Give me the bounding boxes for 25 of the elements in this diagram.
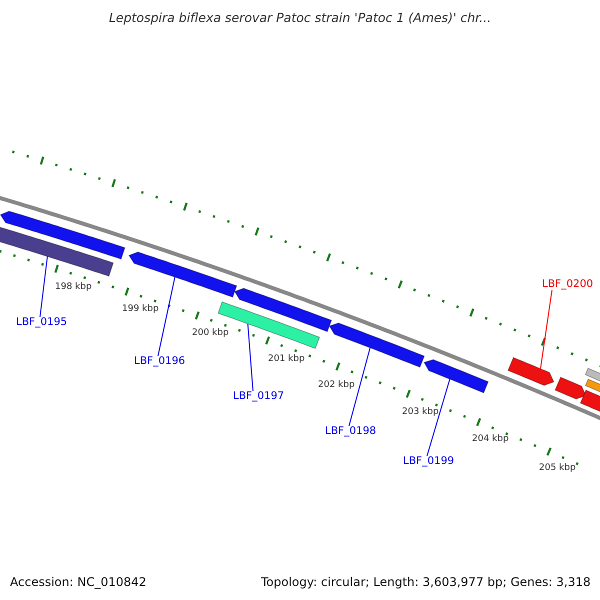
title: Leptospira biflexa serovar Patoc strain 'Patoc 1 (Ames)' chr... (108, 12, 492, 24)
leader-line (426, 378, 450, 456)
scale-label: 200 kbp (192, 329, 229, 338)
gene-feature (328, 322, 425, 368)
gene-feature (0, 210, 126, 260)
gene-label: LBF_0196 (134, 356, 186, 366)
gene-feature (507, 356, 554, 386)
gene-feature (554, 376, 586, 400)
leader-line (158, 276, 176, 356)
gene-feature (128, 252, 238, 298)
gene-label: LBF_0198 (325, 426, 376, 436)
gene-feature (234, 288, 332, 332)
leader-line (40, 256, 48, 318)
gene-feature (424, 359, 489, 394)
scale-label: 204 kbp (472, 435, 509, 444)
leader-line (540, 290, 552, 370)
genome-info-text: Topology: circular; Length: 3,603,977 bp; Genes: 3,318 (261, 576, 591, 588)
gene-label: LBF_0200 (542, 279, 594, 290)
leader-line (348, 347, 371, 426)
leader-line (247, 323, 254, 392)
gene-label: LBF_0195 (16, 317, 68, 328)
gene-label: LBF_0199 (403, 456, 454, 466)
accession-text: Accession: NC_010842 (10, 576, 146, 588)
gene-label: LBF_0197 (233, 391, 284, 402)
scale-label: 205 kbp (539, 464, 576, 473)
